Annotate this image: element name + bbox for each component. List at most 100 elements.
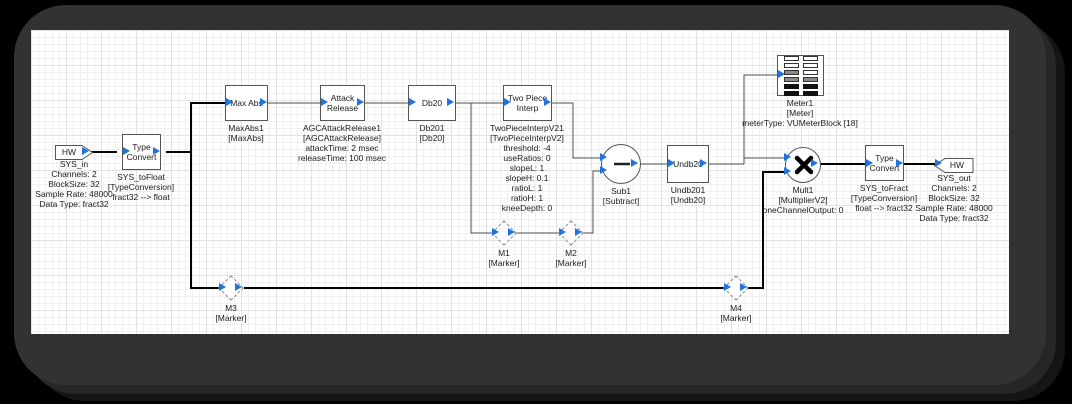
- block-name: SYS_in: [59, 159, 89, 169]
- output-pin-icon[interactable]: [235, 283, 242, 291]
- block-title: Two Piece Interp: [507, 93, 548, 113]
- caption-m1: M1 [Marker]: [488, 248, 519, 268]
- vu-meter-icon: [783, 55, 818, 96]
- block-name: M3: [225, 303, 237, 313]
- caption-mult1: Mult1 [MultiplierV2] oneChannelOutput: 0: [763, 185, 844, 215]
- block-class: [Undb20]: [670, 195, 706, 205]
- output-pin-icon[interactable]: [447, 98, 454, 106]
- block-params: fract32 --> float: [108, 192, 174, 202]
- output-pin-icon[interactable]: [631, 159, 638, 167]
- input-pin-icon[interactable]: [226, 98, 233, 106]
- input-pin-icon[interactable]: [724, 283, 731, 291]
- block-class: [Marker]: [215, 313, 247, 323]
- param-line: threshold: -4: [503, 143, 551, 153]
- input-pin-icon[interactable]: [409, 98, 416, 106]
- output-pin-icon[interactable]: [544, 98, 551, 106]
- block-two-piece-interp[interactable]: Two Piece Interp: [503, 85, 552, 121]
- wire[interactable]: [582, 170, 600, 234]
- input-pin-icon[interactable]: [668, 159, 675, 167]
- caption-m3: M3 [Marker]: [215, 303, 246, 323]
- block-class: [AGCAttackRelease]: [303, 133, 381, 143]
- block-class: [Marker]: [720, 313, 752, 323]
- input-pin-icon[interactable]: [866, 159, 873, 167]
- block-title: Attack Release: [326, 93, 359, 113]
- block-params: oneChannelOutput: 0: [763, 205, 844, 215]
- block-params: meterType: VUMeterBlock [18]: [742, 118, 858, 128]
- block-class: [MaxAbs]: [228, 133, 264, 143]
- output-pin-icon[interactable]: [575, 228, 582, 236]
- block-name: SYS_toFract: [859, 183, 909, 193]
- input-pin-icon[interactable]: [492, 228, 499, 236]
- block-class: [TypeConversion]: [107, 182, 175, 192]
- caption-max-abs: MaxAbs1 [MaxAbs]: [228, 123, 263, 143]
- param-line: Data Type: fract32: [39, 199, 109, 209]
- block-name: Undb201: [670, 185, 706, 195]
- param-line: BlockSize: 32: [48, 179, 100, 189]
- param-line: kneeDepth: 0: [501, 203, 553, 213]
- block-title: Type Convert: [126, 142, 157, 162]
- wire[interactable]: [190, 152, 220, 289]
- param-line: Sample Rate: 48000: [35, 189, 113, 199]
- block-class: [TwoPieceInterpV2]: [490, 133, 564, 143]
- param-line: oneChannelOutput: 0: [762, 205, 844, 215]
- output-pin-icon[interactable]: [508, 228, 515, 236]
- block-title: Db20: [421, 98, 443, 108]
- block-name: Db201: [419, 123, 445, 133]
- input-pin-icon[interactable]: [778, 70, 785, 78]
- block-name: AGCAttackRelease1: [303, 123, 381, 133]
- block-class: [MultiplierV2]: [778, 195, 828, 205]
- caption-sys-to-float: SYS_toFloat [TypeConversion] fract32 -->…: [108, 172, 174, 202]
- output-pin-icon[interactable]: [260, 98, 267, 106]
- output-pin-icon[interactable]: [700, 159, 707, 167]
- param-line: Channels: 2: [931, 183, 977, 193]
- param-line: Data Type: fract32: [919, 213, 989, 223]
- input-pin-icon[interactable]: [784, 167, 791, 175]
- param-line: float --> fract32: [855, 203, 913, 213]
- caption-m2: M2 [Marker]: [555, 248, 586, 268]
- param-line: meterType: VUMeterBlock [18]: [742, 118, 858, 128]
- input-pin-icon[interactable]: [219, 283, 226, 291]
- block-title: Max Abs: [230, 98, 263, 108]
- output-pin-icon[interactable]: [357, 98, 364, 106]
- input-pin-icon[interactable]: [559, 228, 566, 236]
- caption-meter1: Meter1 [Meter] meterType: VUMeterBlock […: [742, 98, 858, 128]
- output-pin-icon[interactable]: [153, 147, 160, 155]
- input-pin-icon[interactable]: [123, 147, 130, 155]
- wire[interactable]: [190, 102, 227, 152]
- block-name: Sub1: [611, 186, 631, 196]
- param-line: Channels: 2: [51, 169, 97, 179]
- multiply-icon: [794, 155, 814, 175]
- input-pin-icon[interactable]: [600, 166, 607, 174]
- block-name: SYS_toFloat: [117, 172, 165, 182]
- output-pin-icon[interactable]: [82, 147, 89, 155]
- output-pin-icon[interactable]: [896, 159, 903, 167]
- block-class: [Marker]: [488, 258, 520, 268]
- output-pin-icon[interactable]: [811, 159, 818, 167]
- input-pin-icon[interactable]: [600, 153, 607, 161]
- caption-sub1: Sub1 [Subtract]: [603, 186, 639, 206]
- input-pin-icon[interactable]: [504, 98, 511, 106]
- output-pin-icon[interactable]: [740, 283, 747, 291]
- input-pin-icon[interactable]: [935, 159, 942, 167]
- subtract-icon: [614, 162, 630, 166]
- block-class: [TypeConversion]: [850, 193, 918, 203]
- block-title: Undb20: [673, 159, 703, 169]
- caption-m4: M4 [Marker]: [720, 303, 751, 323]
- param-line: ratioH: 1: [510, 193, 544, 203]
- block-sub1[interactable]: [601, 144, 641, 184]
- caption-sys-to-fract: SYS_toFract [TypeConversion] float --> f…: [851, 183, 917, 213]
- param-line: slopeH: 0.1: [505, 173, 549, 183]
- block-name: M4: [730, 303, 742, 313]
- caption-attack-release: AGCAttackRelease1 [AGCAttackRelease] att…: [298, 123, 386, 163]
- block-name: M2: [565, 248, 577, 258]
- param-line: fract32 --> float: [112, 192, 170, 202]
- block-name: SYS_out: [937, 173, 971, 183]
- input-pin-icon[interactable]: [321, 98, 328, 106]
- input-pin-icon[interactable]: [784, 153, 791, 161]
